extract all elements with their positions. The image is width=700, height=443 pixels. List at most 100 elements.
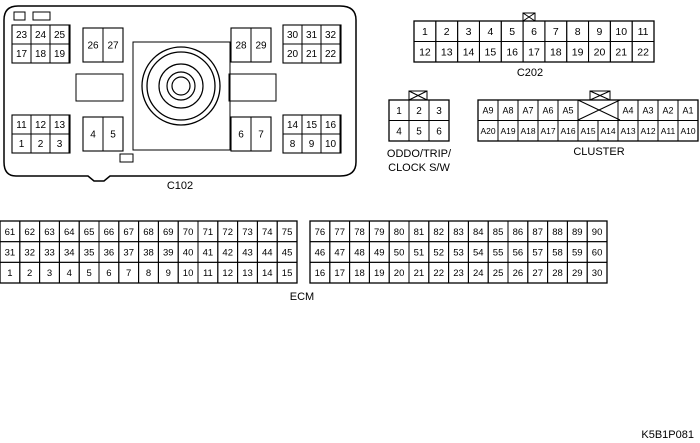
cluster-label: CLUSTER bbox=[573, 146, 624, 158]
oddo-cavities: 1 2 3 4 5 6 bbox=[388, 99, 450, 142]
ecm-pin-label: 43 bbox=[242, 247, 253, 258]
c202-pin-label: 5 bbox=[509, 26, 515, 38]
ecm-pin-label: 53 bbox=[453, 247, 464, 258]
ecm-pin-label: 19 bbox=[374, 268, 385, 279]
oddo-lock-icon bbox=[408, 90, 428, 101]
c102-pin-label: 16 bbox=[325, 120, 337, 131]
cluster-pin-label: A7 bbox=[522, 105, 533, 115]
ecm-pin-label: 17 bbox=[334, 268, 345, 279]
ecm-pin-label: 59 bbox=[572, 247, 583, 258]
ecm-pin-label: 68 bbox=[143, 227, 154, 238]
ecm-pin-label: 85 bbox=[493, 227, 504, 238]
c202-pin-label: 22 bbox=[637, 47, 649, 59]
ecm-pin-label: 82 bbox=[433, 227, 444, 238]
ecm-pin-label: 12 bbox=[222, 268, 233, 279]
c202-pin-label: 11 bbox=[638, 26, 649, 38]
cluster-pin-label: A19 bbox=[500, 126, 515, 136]
c202-pin-label: 6 bbox=[531, 26, 537, 38]
c202-pin-label: 21 bbox=[615, 47, 627, 59]
c202-pin-label: 2 bbox=[444, 26, 450, 38]
c102-pin-label: 3 bbox=[57, 139, 63, 150]
c102-pin-label: 24 bbox=[35, 30, 47, 41]
ecm-pin-label: 6 bbox=[106, 268, 111, 279]
ecm-pin-label: 76 bbox=[315, 227, 326, 238]
c202-pin-label: 15 bbox=[485, 47, 497, 59]
ecm-pin-label: 44 bbox=[262, 247, 273, 258]
ecm-pin-label: 24 bbox=[473, 268, 484, 279]
c102-pin-label: 25 bbox=[54, 30, 66, 41]
ecm-pin-label: 74 bbox=[262, 227, 273, 238]
cluster-pin-label: A4 bbox=[622, 105, 633, 115]
c102-center-block bbox=[132, 41, 231, 151]
ecm-pin-label: 81 bbox=[414, 227, 425, 238]
ecm-pin-label: 88 bbox=[552, 227, 563, 238]
ecm-pin-label: 38 bbox=[143, 247, 154, 258]
ecm-pin-label: 87 bbox=[532, 227, 543, 238]
c102-pin-label: 32 bbox=[325, 30, 337, 41]
c202-pin-label: 10 bbox=[615, 26, 627, 38]
cluster-cavity bbox=[677, 120, 699, 142]
c102-bolt-ring bbox=[141, 46, 221, 126]
c102-bolt-head bbox=[166, 71, 196, 101]
ecm-pin-label: 79 bbox=[374, 227, 385, 238]
ecm-pin-label: 63 bbox=[44, 227, 55, 238]
c102-cavity bbox=[250, 27, 272, 63]
ecm-pin-label: 30 bbox=[592, 268, 603, 279]
cluster-pin-label: A3 bbox=[642, 105, 653, 115]
cluster-pin-label: A10 bbox=[680, 126, 695, 136]
ecm-pin-label: 22 bbox=[433, 268, 444, 279]
ecm-pin-label: 14 bbox=[262, 268, 273, 279]
c102-pin-label: 30 bbox=[287, 30, 299, 41]
ecm-pin-label: 52 bbox=[433, 247, 444, 258]
ecm-pin-label: 49 bbox=[374, 247, 385, 258]
ecm-pin-label: 31 bbox=[5, 247, 16, 258]
ecm-pin-label: 60 bbox=[592, 247, 603, 258]
cluster-pin-label: A5 bbox=[562, 105, 573, 115]
c202-pin-label: 14 bbox=[463, 47, 475, 59]
oddo-label-line1: ODDO/TRIP/ bbox=[387, 148, 452, 160]
c102-pin-label: 9 bbox=[309, 139, 315, 150]
oddo-pin-label: 1 bbox=[396, 106, 402, 117]
ecm-pin-label: 18 bbox=[354, 268, 365, 279]
ecm-pin-label: 15 bbox=[282, 268, 293, 279]
c102-bolt-center bbox=[171, 76, 191, 96]
c102-side-slot-right bbox=[228, 73, 277, 102]
ecm-pin-label: 83 bbox=[453, 227, 464, 238]
ecm-pin-label: 46 bbox=[315, 247, 326, 258]
c202-pin-label: 9 bbox=[597, 26, 603, 38]
ecm-pin-label: 70 bbox=[183, 227, 194, 238]
c102-side-slot-left bbox=[75, 73, 124, 102]
c102-cavity bbox=[102, 116, 124, 152]
ecm-pin-label: 58 bbox=[552, 247, 563, 258]
ecm-pin-label: 72 bbox=[222, 227, 233, 238]
ecm-pin-label: 41 bbox=[203, 247, 214, 258]
cluster-pin-label: A9 bbox=[482, 105, 493, 115]
oddo-label-line2: CLOCK S/W bbox=[388, 162, 450, 174]
oddo-pin-label: 2 bbox=[416, 106, 422, 117]
c102-latch-tab bbox=[13, 11, 26, 21]
ecm-pin-label: 71 bbox=[203, 227, 214, 238]
ecm-pin-label: 54 bbox=[473, 247, 484, 258]
oddo-cavity bbox=[428, 120, 450, 142]
cluster-pin-label: A1 bbox=[682, 105, 693, 115]
oddo-pin-label: 6 bbox=[436, 126, 442, 137]
ecm-pin-label: 48 bbox=[354, 247, 365, 258]
cluster-pin-label: A6 bbox=[542, 105, 553, 115]
ecm-pin-label: 35 bbox=[84, 247, 95, 258]
c202-pin-label: 18 bbox=[550, 47, 562, 59]
c102-pin-label: 17 bbox=[16, 49, 28, 60]
oddo-pin-label: 5 bbox=[416, 126, 422, 137]
c202-lock-icon bbox=[522, 12, 536, 22]
ecm-pin-label: 45 bbox=[282, 247, 293, 258]
ecm-pin-label: 4 bbox=[67, 268, 72, 279]
c102-pin-label: 20 bbox=[287, 49, 299, 60]
oddo-pin-label: 3 bbox=[436, 106, 442, 117]
oddo-pin-label: 4 bbox=[396, 126, 402, 137]
c202-pin-label: 16 bbox=[506, 47, 518, 59]
c102-pin-label: 19 bbox=[54, 49, 66, 60]
c102-cavity bbox=[250, 116, 272, 152]
ecm-pin-label: 67 bbox=[123, 227, 134, 238]
